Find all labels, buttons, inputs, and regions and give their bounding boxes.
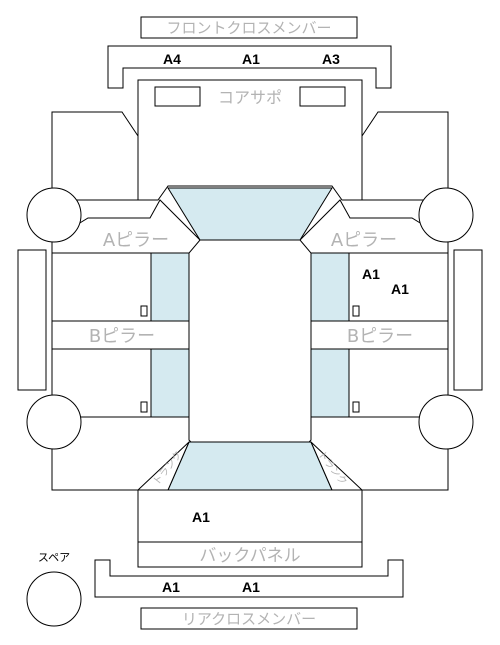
cabin-roof: [188, 239, 312, 453]
front-left-wheel: [26, 187, 82, 243]
left-front-door-handle: [140, 305, 148, 317]
mark-front-cross-left: A4: [163, 51, 181, 67]
left-side-bar: [17, 249, 47, 391]
rear-window: [167, 441, 333, 491]
b-pillar-right-label: Bピラー: [347, 326, 413, 347]
left-front-side-glass: [150, 252, 190, 322]
mark-right-pillar-1: A1: [362, 266, 380, 282]
rear-left-wheel: [26, 394, 82, 450]
mark-rear-cross-left: A1: [162, 579, 180, 595]
mark-rear-cross-center: A1: [242, 579, 260, 595]
front-cross-member: [107, 45, 392, 89]
core-support-right-hole: [299, 86, 346, 107]
right-rear-side-glass: [310, 348, 350, 418]
mark-front-cross-right: A3: [322, 51, 340, 67]
front-cross-member-label: フロントクロスメンバー: [166, 19, 331, 37]
rear-cross-member: [94, 559, 404, 598]
b-pillar-right-band: [310, 320, 449, 350]
trunk-floor: [137, 489, 363, 543]
left-rear-door-handle: [140, 401, 148, 413]
front-right-wheel: [418, 187, 474, 243]
b-pillar-left-label: Bピラー: [89, 326, 155, 347]
a-pillar-left-label: Aピラー: [103, 230, 169, 251]
right-front-side-glass: [310, 252, 350, 322]
a-pillar-right-label: Aピラー: [331, 230, 397, 251]
core-support-label: コアサポ: [218, 88, 282, 107]
b-pillar-left-band: [51, 320, 190, 350]
right-side-bar: [453, 249, 483, 391]
rear-cross-member-label: リアクロスメンバー: [182, 610, 316, 628]
front-cross-member-box: [140, 16, 358, 39]
right-rear-door-handle: [352, 401, 360, 413]
mark-front-cross-center: A1: [242, 51, 260, 67]
spare-tire: [26, 571, 82, 627]
back-panel-box: [137, 541, 363, 568]
left-fender: [51, 111, 139, 201]
mark-trunk-floor: A1: [192, 509, 210, 525]
rear-right-wheel: [418, 394, 474, 450]
right-fender: [361, 111, 449, 201]
right-front-door-handle: [352, 305, 360, 317]
left-rear-side-glass: [150, 348, 190, 418]
back-panel-label: バックパネル: [199, 546, 300, 566]
rear-cross-member-box: [140, 607, 358, 630]
spare-label: スペア: [38, 551, 70, 564]
core-support-left-hole: [154, 86, 201, 107]
mark-right-pillar-2: A1: [391, 281, 409, 297]
